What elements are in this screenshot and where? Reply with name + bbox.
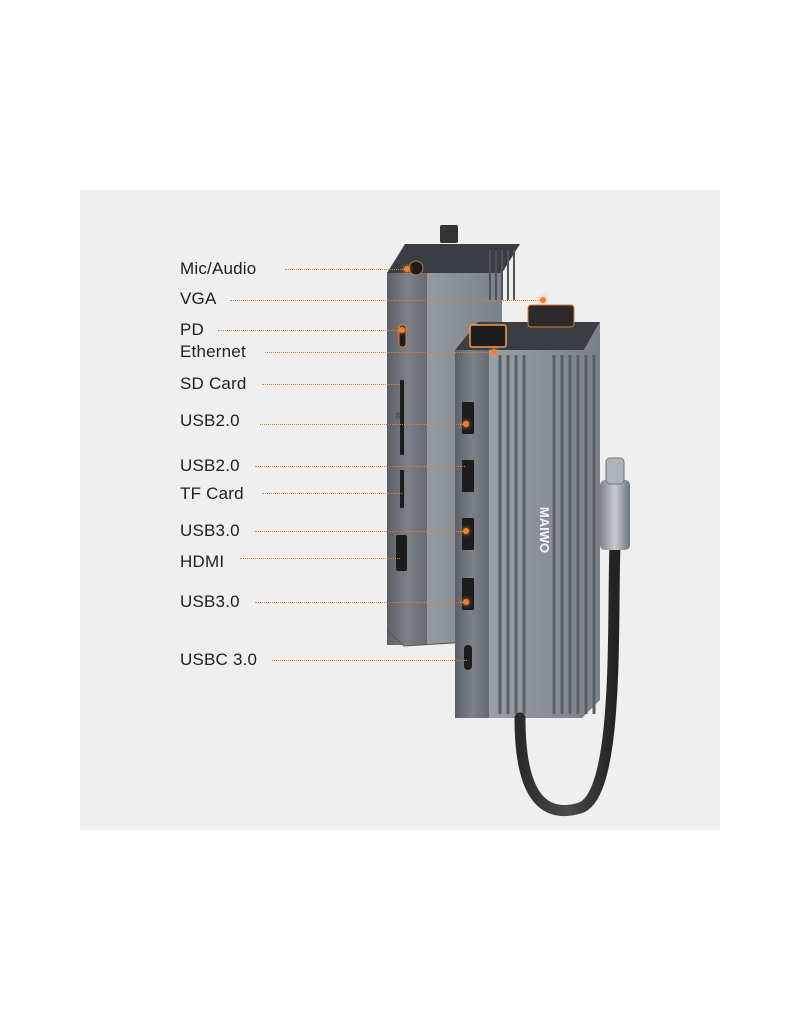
front-hub-unit: MAIWO xyxy=(455,304,600,718)
usbc-plug-tip xyxy=(605,457,625,485)
leader-usb3-a xyxy=(255,531,465,532)
dot-vga xyxy=(540,297,546,303)
dot-usb3-a xyxy=(463,528,469,534)
dot-pd xyxy=(399,327,405,333)
label-usb3-a: USB3.0 xyxy=(180,521,240,540)
label-sd-card: SD Card xyxy=(180,374,247,393)
label-tf-card: TF Card xyxy=(180,484,244,503)
label-usb2-b: USB2.0 xyxy=(180,456,240,475)
label-usbc: USBC 3.0 xyxy=(180,650,258,669)
label-hdmi: HDMI xyxy=(180,552,225,571)
leader-vga xyxy=(230,300,540,301)
usbc-plug-housing xyxy=(600,480,630,550)
dot-usb3-b xyxy=(463,599,469,605)
dot-ethernet xyxy=(491,349,497,355)
sd-marking: SD xyxy=(394,412,400,419)
label-usb2-a: USB2.0 xyxy=(180,411,240,430)
leader-ethernet xyxy=(265,352,492,353)
brand-logo: MAIWO xyxy=(537,507,552,553)
usbc-cable xyxy=(514,539,621,817)
leader-usb3-b xyxy=(255,602,465,603)
leader-hdmi xyxy=(240,558,400,559)
leader-sd xyxy=(262,384,400,385)
leader-tf xyxy=(262,493,402,494)
leader-usb2-b xyxy=(255,466,465,467)
label-usb3-b: USB3.0 xyxy=(180,592,240,611)
label-mic-audio: Mic/Audio xyxy=(180,259,257,278)
leader-usbc xyxy=(272,660,467,661)
label-vga: VGA xyxy=(180,289,217,308)
leader-pd xyxy=(218,330,400,331)
label-pd: PD xyxy=(180,320,205,339)
leader-mic xyxy=(285,269,405,270)
label-ethernet: Ethernet xyxy=(180,342,246,361)
leader-usb2-a xyxy=(260,424,465,425)
dot-usb2-a xyxy=(463,421,469,427)
dot-mic xyxy=(404,266,410,272)
